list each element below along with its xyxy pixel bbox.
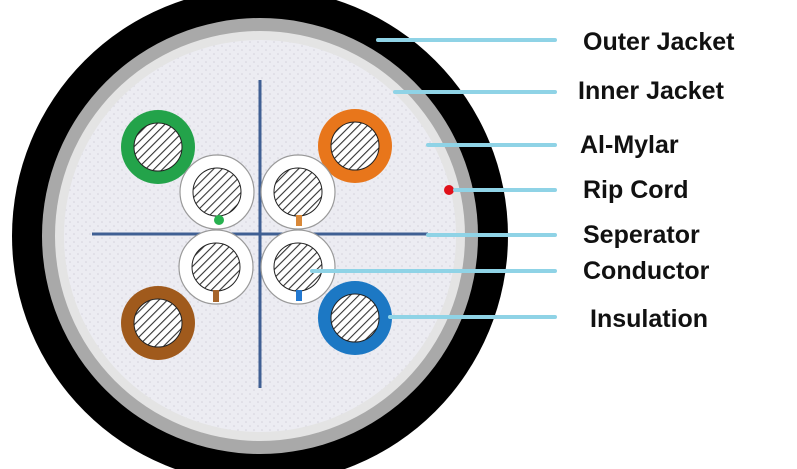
stripe-blue bbox=[296, 290, 302, 301]
wire-orange bbox=[318, 109, 392, 183]
label-inner-jacket: Inner Jacket bbox=[578, 77, 725, 105]
label-insulation: Insulation bbox=[590, 305, 708, 333]
wire-white-brown bbox=[178, 229, 254, 305]
label-separator: Seperator bbox=[583, 221, 700, 249]
wire-brown bbox=[121, 286, 195, 360]
stripe-orange bbox=[296, 215, 302, 226]
label-rip-cord: Rip Cord bbox=[583, 176, 689, 204]
label-al-mylar: Al-Mylar bbox=[580, 131, 679, 159]
wire-blue bbox=[318, 281, 392, 355]
wire-white-green bbox=[179, 154, 255, 230]
label-conductor: Conductor bbox=[583, 257, 710, 285]
wire-white-blue bbox=[260, 229, 336, 305]
label-outer-jacket: Outer Jacket bbox=[583, 28, 735, 56]
wire-green bbox=[121, 110, 195, 184]
wire-white-orange bbox=[260, 154, 336, 230]
rip-cord bbox=[444, 185, 454, 195]
stripe-brown bbox=[213, 290, 219, 302]
stripe-green bbox=[214, 215, 224, 225]
